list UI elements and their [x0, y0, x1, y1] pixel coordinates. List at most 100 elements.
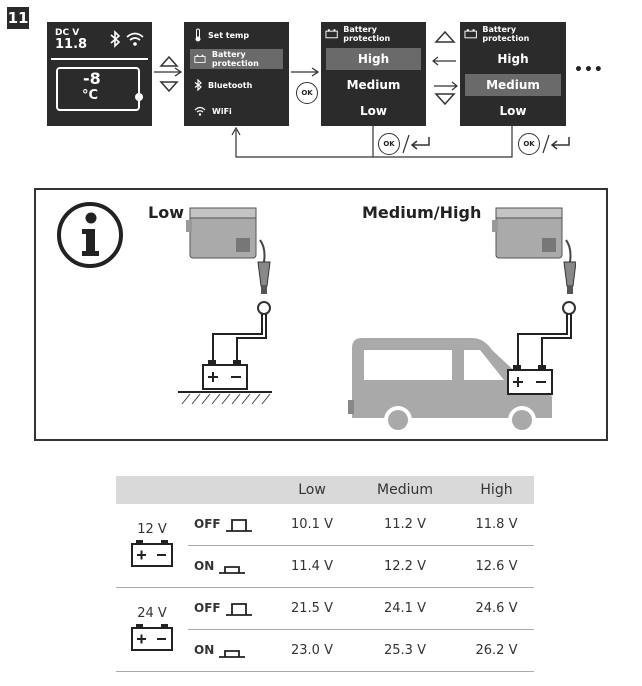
mode-cell: OFF: [188, 504, 273, 546]
return-icon: [542, 134, 570, 154]
status-dot: [135, 93, 143, 101]
mode-label: OFF: [194, 517, 221, 532]
bluetooth-icon: [194, 79, 202, 91]
nav-arrows-2[interactable]: [432, 24, 458, 110]
option-low[interactable]: Low: [360, 104, 387, 118]
battery-menu-header: Battery protection: [464, 25, 562, 43]
off-symbol-icon: [225, 602, 252, 616]
low-label: Low: [148, 203, 184, 222]
van-icon: [348, 338, 552, 434]
ok-button[interactable]: OK: [378, 133, 400, 155]
option-low[interactable]: Low: [499, 104, 527, 118]
battery-12v-cell: 12 V: [116, 504, 188, 588]
mode-label: ON: [194, 559, 215, 574]
main-display-screen: DC V 11.8 -8 °C: [47, 22, 152, 126]
option-medium[interactable]: Medium: [346, 78, 401, 92]
power-label: DC V: [55, 28, 80, 38]
plug-icon: [563, 261, 576, 294]
wifi-icon: [194, 106, 206, 116]
battery-protection-screen-high: Battery protection High Medium Low: [321, 22, 426, 126]
value-cell: 11.2 V: [351, 504, 459, 546]
off-symbol-icon: [225, 518, 252, 532]
menu-item-battery-protection[interactable]: Battery protection: [190, 49, 283, 69]
temperature-unit: °C: [82, 88, 99, 103]
mode-label: ON: [194, 643, 215, 658]
header-medium: Medium: [351, 476, 459, 504]
value-cell: 24.6 V: [459, 587, 534, 630]
battery-24v-cell: 24 V: [116, 587, 188, 672]
menu-item-bluetooth[interactable]: Bluetooth: [190, 75, 283, 95]
return-loop-lines: [231, 126, 513, 158]
settings-menu-screen: Set temp Battery protection Bluetooth Wi…: [184, 22, 289, 126]
medium-high-setup-illustration: [348, 207, 576, 434]
arrow-to-battery-menu: [291, 67, 320, 77]
voltage-label: 12 V: [137, 522, 167, 537]
battery-icon: [131, 540, 173, 567]
battery-icon: [194, 54, 206, 63]
value-cell: 10.1 V: [273, 504, 351, 546]
table-row: 12 V OFF 10.1 V 11.2 V 11.8 V: [116, 504, 534, 588]
on-symbol-icon: [219, 649, 246, 658]
menu-item-label: Bluetooth: [208, 80, 253, 90]
value-cell: 23.0 V: [273, 629, 351, 672]
option-medium[interactable]: Medium: [465, 74, 561, 96]
value-cell: 12.2 V: [351, 545, 459, 588]
voltage-readout: 11.8: [55, 37, 88, 52]
battery-icon: [202, 360, 248, 390]
value-cell: 26.2 V: [459, 629, 534, 672]
value-cell: 25.3 V: [351, 629, 459, 672]
temperature-value: -8: [83, 69, 101, 88]
table-header-row: Low Medium High: [116, 476, 534, 504]
battery-protection-table: Low Medium High 12 V OFF 10.1 V 11.2 V 1…: [116, 476, 534, 672]
option-high[interactable]: High: [326, 48, 421, 70]
voltage-label: 24 V: [137, 606, 167, 621]
header-high: High: [459, 476, 534, 504]
nav-arrows-1[interactable]: [158, 52, 180, 96]
menu-item-label: WiFi: [212, 106, 232, 116]
battery-icon: [464, 29, 477, 39]
menu-item-set-temp[interactable]: Set temp: [190, 25, 283, 45]
battery-menu-header: Battery protection: [325, 25, 422, 43]
header-cell: [116, 476, 188, 504]
battery-icon: [507, 365, 553, 395]
thermometer-icon: [195, 28, 201, 42]
plug-icon: [257, 261, 271, 294]
wifi-icon: [126, 32, 144, 46]
value-cell: 11.8 V: [459, 504, 534, 546]
table-row: 24 V OFF 21.5 V 24.1 V 24.6 V: [116, 587, 534, 672]
battery-protection-screen-medium: Battery protection High Medium Low: [460, 22, 566, 126]
mode-cell: ON: [188, 545, 273, 588]
ok-button[interactable]: OK: [518, 133, 540, 155]
menu-item-label: Battery protection: [211, 50, 259, 68]
mode-cell: ON: [188, 629, 273, 672]
menu-item-label: Set temp: [208, 30, 250, 40]
battery-icon: [131, 624, 173, 651]
arrow-to-menu: [154, 67, 183, 77]
value-cell: 11.4 V: [273, 545, 351, 588]
info-icon: [57, 202, 123, 268]
value-cell: 24.1 V: [351, 587, 459, 630]
medium-high-label: Medium/High: [362, 203, 482, 222]
battery-icon: [325, 29, 338, 39]
bluetooth-icon: [110, 30, 121, 48]
header-low: Low: [273, 476, 351, 504]
value-cell: 12.6 V: [459, 545, 534, 588]
menu-item-wifi[interactable]: WiFi: [190, 101, 283, 121]
ok-button[interactable]: OK: [296, 82, 318, 104]
battery-menu-title: Battery protection: [482, 25, 530, 43]
low-setup-illustration: [178, 207, 272, 405]
mode-cell: OFF: [188, 587, 273, 630]
temperature-box: [56, 67, 140, 111]
table-row: ON 11.4 V 12.2 V 12.6 V: [116, 545, 534, 588]
header-cell: [188, 476, 273, 504]
cooler-icon: [492, 207, 563, 259]
option-high[interactable]: High: [497, 52, 529, 66]
table-row: ON 23.0 V 25.3 V 26.2 V: [116, 629, 534, 672]
on-symbol-icon: [219, 565, 246, 574]
value-cell: 21.5 V: [273, 587, 351, 630]
battery-menu-title: Battery protection: [343, 25, 391, 43]
return-icon: [402, 134, 430, 154]
display-divider: [51, 58, 148, 60]
cooler-icon: [186, 207, 257, 259]
step-number-badge: 11: [7, 7, 29, 29]
